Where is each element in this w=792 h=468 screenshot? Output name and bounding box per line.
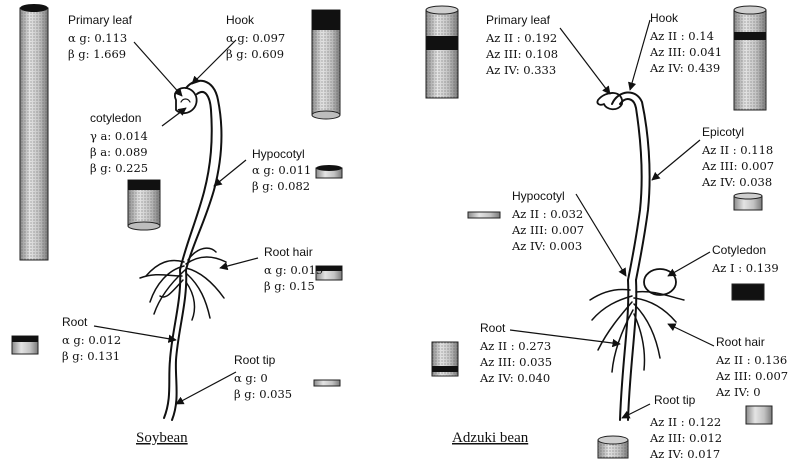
svg-text:β g: 0.131: β g: 0.131 xyxy=(62,349,120,363)
svg-text:Az II : 0.118: Az II : 0.118 xyxy=(701,143,773,157)
svg-text:Root tip: Root tip xyxy=(234,353,276,367)
svg-text:Az I : 0.139: Az I : 0.139 xyxy=(711,261,779,275)
svg-text:cotyledon: cotyledon xyxy=(90,111,141,125)
svg-text:Root: Root xyxy=(480,321,506,335)
organ-label-adz-primary-leaf: Primary leaf Az II : 0.192 Az III: 0.108… xyxy=(485,13,558,77)
svg-text:Hypocotyl: Hypocotyl xyxy=(512,189,565,203)
cylinder-adz-epicotyl xyxy=(734,193,762,210)
svg-text:Hook: Hook xyxy=(650,11,679,25)
organ-label-adz-root-hair: Root hair Az II : 0.136 Az III: 0.007 Az… xyxy=(715,335,788,399)
soybean-plant-drawing xyxy=(140,81,226,420)
organ-label-soy-primary-leaf: Primary leaf α g: 0.113 β g: 1.669 xyxy=(68,13,133,61)
svg-text:β g: 0.082: β g: 0.082 xyxy=(252,179,310,193)
svg-text:Az III: 0.041: Az III: 0.041 xyxy=(649,45,722,59)
organ-label-adz-cotyledon: Cotyledon Az I : 0.139 xyxy=(711,243,779,275)
svg-text:Az IV: 0.003: Az IV: 0.003 xyxy=(511,239,582,253)
organ-label-adz-hypocotyl: Hypocotyl Az II : 0.032 Az III: 0.007 Az… xyxy=(511,189,584,253)
svg-text:Az II : 0.032: Az II : 0.032 xyxy=(511,207,583,221)
svg-text:Root hair: Root hair xyxy=(716,335,765,349)
svg-text:Az IV: 0.040: Az IV: 0.040 xyxy=(479,371,550,385)
svg-text:Primary leaf: Primary leaf xyxy=(68,13,133,27)
organ-label-adz-epicotyl: Epicotyl Az II : 0.118 Az III: 0.007 Az … xyxy=(701,125,774,189)
cylinder-soy-cotyledon xyxy=(128,180,160,230)
svg-text:β g: 0.609: β g: 0.609 xyxy=(226,47,284,61)
svg-text:α g: 0.113: α g: 0.113 xyxy=(68,31,127,45)
organ-label-adz-hook: Hook Az II : 0.14 Az III: 0.041 Az IV: 0… xyxy=(649,11,722,75)
caption-soybean: Soybean xyxy=(136,430,188,446)
svg-text:Az IV: 0: Az IV: 0 xyxy=(715,385,761,399)
svg-text:β g: 1.669: β g: 1.669 xyxy=(68,47,126,61)
svg-text:Az II : 0.273: Az II : 0.273 xyxy=(479,339,551,353)
svg-text:Az IV: 0.439: Az IV: 0.439 xyxy=(649,61,720,75)
svg-text:α g: 0.019: α g: 0.019 xyxy=(264,263,323,277)
svg-text:Az II : 0.122: Az II : 0.122 xyxy=(649,415,721,429)
svg-text:Root tip: Root tip xyxy=(654,393,696,407)
svg-text:Cotyledon: Cotyledon xyxy=(712,243,766,257)
cylinder-adz-root-hair xyxy=(746,406,772,424)
cylinder-adz-root xyxy=(432,342,458,376)
cylinder-adz-hook xyxy=(734,6,766,110)
svg-text:α g: 0.097: α g: 0.097 xyxy=(226,31,285,45)
svg-text:β a: 0.089: β a: 0.089 xyxy=(90,145,148,159)
svg-text:Primary leaf: Primary leaf xyxy=(486,13,551,27)
organ-label-soy-hypocotyl: Hypocotyl α g: 0.011 β g: 0.082 xyxy=(252,147,311,193)
cylinder-soy-hypocotyl xyxy=(316,165,342,178)
svg-text:Az III: 0.035: Az III: 0.035 xyxy=(479,355,552,369)
cylinder-adz-primary-leaf xyxy=(426,6,458,98)
svg-text:Hypocotyl: Hypocotyl xyxy=(252,147,305,161)
svg-text:α g: 0.011: α g: 0.011 xyxy=(252,163,311,177)
svg-text:Epicotyl: Epicotyl xyxy=(702,125,744,139)
svg-text:Az IV: 0.038: Az IV: 0.038 xyxy=(701,175,772,189)
svg-text:β g: 0.225: β g: 0.225 xyxy=(90,161,148,175)
organ-label-adz-root-tip: Root tip Az II : 0.122 Az III: 0.012 Az … xyxy=(649,393,722,461)
svg-text:Root: Root xyxy=(62,315,88,329)
organ-label-soy-root-tip: Root tip α g: 0 β g: 0.035 xyxy=(234,353,292,401)
svg-text:γ a: 0.014: γ a: 0.014 xyxy=(90,129,148,143)
cylinder-soy-primary-leaf xyxy=(20,4,48,260)
svg-text:Az III: 0.007: Az III: 0.007 xyxy=(511,223,584,237)
caption-adzuki-bean: Adzuki bean xyxy=(452,430,529,446)
svg-text:Az III: 0.007: Az III: 0.007 xyxy=(715,369,788,383)
svg-text:Az III: 0.108: Az III: 0.108 xyxy=(485,47,558,61)
svg-text:Hook: Hook xyxy=(226,13,255,27)
svg-text:Az II : 0.14: Az II : 0.14 xyxy=(649,29,714,43)
svg-text:Az IV: 0.017: Az IV: 0.017 xyxy=(649,447,720,461)
svg-text:Az III: 0.012: Az III: 0.012 xyxy=(649,431,722,445)
cylinder-adz-cotyledon xyxy=(732,284,764,300)
organ-label-soy-root: Root α g: 0.012 β g: 0.131 xyxy=(62,315,121,363)
cylinder-adz-root-tip xyxy=(598,436,628,458)
svg-text:β g: 0.15: β g: 0.15 xyxy=(264,279,315,293)
svg-text:Az III: 0.007: Az III: 0.007 xyxy=(701,159,774,173)
svg-text:α g: 0: α g: 0 xyxy=(234,371,268,385)
adzuki-plant-drawing xyxy=(590,92,684,420)
svg-text:Az IV: 0.333: Az IV: 0.333 xyxy=(485,63,556,77)
cylinder-soy-root-tip xyxy=(314,380,340,386)
organ-label-soy-cotyledon: cotyledon γ a: 0.014 β a: 0.089 β g: 0.2… xyxy=(90,111,148,175)
svg-text:Az II : 0.192: Az II : 0.192 xyxy=(485,31,557,45)
svg-text:β g: 0.035: β g: 0.035 xyxy=(234,387,292,401)
organ-label-soy-root-hair: Root hair α g: 0.019 β g: 0.15 xyxy=(264,245,323,293)
cylinder-soy-root xyxy=(12,336,38,354)
cylinder-adz-hypocotyl xyxy=(468,212,500,218)
cylinder-soy-hook xyxy=(312,10,340,119)
svg-text:α g: 0.012: α g: 0.012 xyxy=(62,333,121,347)
svg-text:Root hair: Root hair xyxy=(264,245,313,259)
svg-text:Az II : 0.136: Az II : 0.136 xyxy=(715,353,787,367)
organ-label-soy-hook: Hook α g: 0.097 β g: 0.609 xyxy=(226,13,285,61)
